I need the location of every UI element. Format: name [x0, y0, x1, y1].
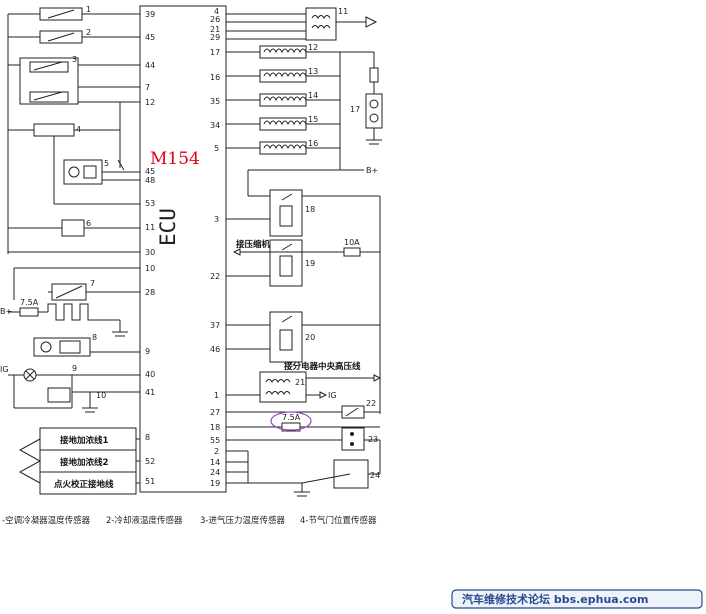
right-pin: 5 [214, 144, 219, 153]
left-pin: 52 [145, 457, 155, 466]
right-pin: 37 [210, 321, 220, 330]
right-pin: 35 [210, 97, 220, 106]
component-number: 4 [76, 125, 81, 134]
component-numbers: 1 2 3 4 5 6 7 8 9 10 11 12 13 14 15 16 1… [72, 5, 380, 480]
ecu-model-label: M154 [150, 149, 200, 169]
component-number: 2 [86, 28, 91, 37]
right-pin: 34 [210, 121, 220, 130]
component-number: 6 [86, 219, 91, 228]
bplus-right-label: B+ [366, 166, 378, 175]
component-number: 12 [308, 43, 318, 52]
right-pin: 14 [210, 458, 220, 467]
right-pin: 29 [210, 33, 220, 42]
right-pin: 24 [210, 468, 220, 477]
component-number: 7 [90, 279, 95, 288]
right-pin-labels: 4 26 21 29 17 16 35 34 5 3 22 37 46 1 27… [210, 7, 220, 488]
left-pin: 39 [145, 10, 155, 19]
right-wiring [226, 7, 383, 497]
right-pin: 2 [214, 447, 219, 456]
left-pin: 30 [145, 248, 155, 257]
left-pin: 9 [145, 347, 150, 356]
right-pin: 18 [210, 423, 220, 432]
fuse-7p5a-label: 7.5A [282, 413, 301, 422]
ecu-block [139, 5, 227, 493]
right-pin: 22 [210, 272, 220, 281]
ignition-annotation: 接分电器中央高压线 [284, 361, 361, 372]
left-pin: 45 [145, 33, 155, 42]
component-number: 23 [368, 435, 378, 444]
left-pin-labels: 39 45 44 7 12 45 48 53 11 30 10 28 9 40 … [145, 10, 155, 486]
left-pin: 8 [145, 433, 150, 442]
right-pin: 16 [210, 73, 220, 82]
compressor-annotation: 接压缩机 [236, 239, 271, 250]
caption-item: 2-冷却液温度传感器 [106, 515, 183, 526]
left-pin: 11 [145, 223, 155, 232]
component-number: 19 [305, 259, 315, 268]
component-number: 18 [305, 205, 315, 214]
component-number: 3 [72, 55, 77, 64]
left-pin: 12 [145, 98, 155, 107]
right-pin: 19 [210, 479, 220, 488]
left-pin: 45 [145, 167, 155, 176]
left-wiring [7, 7, 140, 495]
left-pin: 28 [145, 288, 155, 297]
left-pin: 44 [145, 61, 155, 70]
component-number: 21 [295, 378, 305, 387]
left-pin: 48 [145, 176, 155, 185]
ig-left-label: IG [0, 365, 9, 374]
watermark: 汽车维修技术论坛 bbs.ephua.com [451, 589, 703, 609]
right-pin: 55 [210, 436, 220, 445]
component-number: 22 [366, 399, 376, 408]
ground-line-label: 点火校正接地线 [54, 479, 114, 490]
component-number: 1 [86, 5, 91, 14]
caption-legend: -空调冷凝器温度传感器 2-冷却液温度传感器 3-进气压力温度传感器 4-节气门… [2, 515, 377, 526]
component-number: 15 [308, 115, 318, 124]
left-pin: 41 [145, 388, 155, 397]
component-number: 8 [92, 333, 97, 342]
component-number: 10 [96, 391, 106, 400]
ig-right-label: IG [328, 391, 337, 400]
component-number: 16 [308, 139, 318, 148]
caption-item: -空调冷凝器温度传感器 [2, 515, 91, 526]
component-number: 14 [308, 91, 318, 100]
watermark-text: 汽车维修技术论坛 bbs.ephua.com [462, 592, 648, 606]
left-pin: 7 [145, 83, 150, 92]
ecu-label: ECU [156, 208, 180, 246]
left-pin: 40 [145, 370, 155, 379]
fuse-10a-label: 10A [344, 238, 360, 247]
caption-item: 4-节气门位置传感器 [300, 515, 377, 526]
component-number: 5 [104, 159, 109, 168]
right-pin: 26 [210, 15, 220, 24]
ground-line-label: 接地加浓线1 [60, 435, 109, 446]
caption-item: 3-进气压力温度传感器 [200, 515, 285, 526]
left-pin: 53 [145, 199, 155, 208]
component-number: 24 [370, 471, 380, 480]
right-pin: 46 [210, 345, 220, 354]
left-pin: 51 [145, 477, 155, 486]
right-pin: 4 [214, 7, 219, 16]
ground-line-label: 接地加浓线2 [60, 457, 109, 468]
bplus-left-label: B+ [0, 307, 12, 316]
right-pin: 3 [214, 215, 219, 224]
component-number: 13 [308, 67, 318, 76]
fuse-left-label: 7.5A [20, 298, 39, 307]
component-number: 9 [72, 364, 77, 373]
right-pin: 1 [214, 391, 219, 400]
component-number: 11 [338, 7, 348, 16]
right-pin: 21 [210, 25, 220, 34]
left-pin: 10 [145, 264, 155, 273]
component-number: 17 [350, 105, 360, 114]
right-pin: 17 [210, 48, 220, 57]
right-pin: 27 [210, 408, 220, 417]
component-number: 20 [305, 333, 315, 342]
